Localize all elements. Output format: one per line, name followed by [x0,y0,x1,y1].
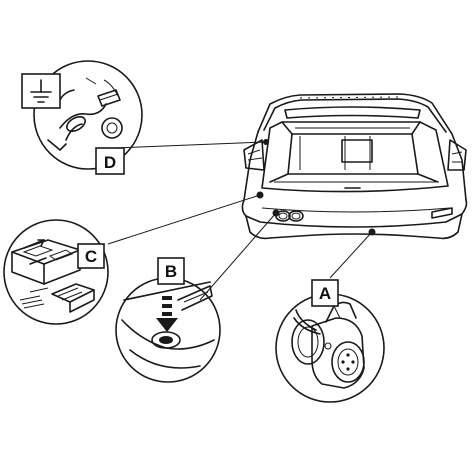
leader-lines [107,141,373,301]
detail-c-circle: C [3,219,109,325]
callout-label-a: A [319,284,331,303]
detail-b-circle: B [115,257,221,383]
detail-d-circle: D [21,60,143,175]
callout-label-c: C [85,247,97,266]
detail-a-circle: A [275,279,385,403]
callout-label-b: B [165,262,177,281]
callout-label-d: D [104,153,116,172]
car-rear [241,93,468,240]
